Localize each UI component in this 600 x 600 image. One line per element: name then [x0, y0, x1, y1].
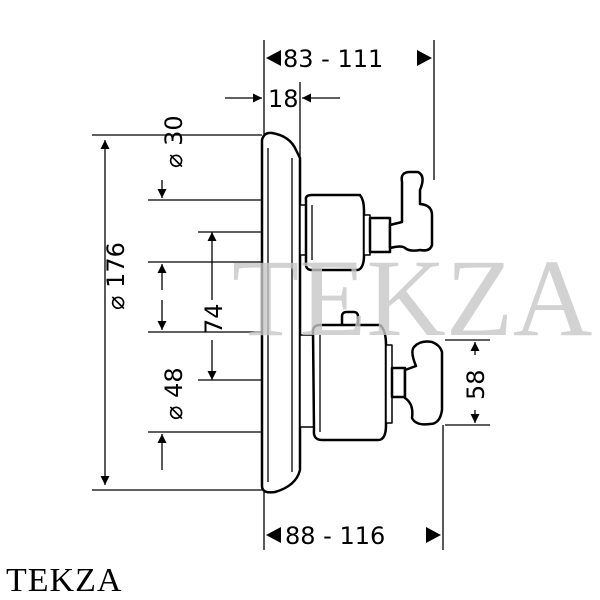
dim-diameter-176: ⌀ 176	[102, 242, 130, 310]
dim-depth-bottom: 88 - 116	[285, 522, 385, 550]
brand-logo: TEKZA	[6, 562, 123, 599]
watermark: TEKZA	[232, 237, 592, 359]
dim-58: 58	[462, 369, 490, 400]
dim-diameter-48: ⌀ 48	[160, 367, 188, 420]
dim-diameter-30: ⌀ 30	[160, 115, 188, 168]
arrowheads	[266, 50, 441, 543]
dim-depth-top: 83 - 111	[283, 45, 383, 73]
dimension-lines	[92, 40, 490, 550]
backplate	[260, 131, 302, 494]
lower-valve-body	[311, 323, 388, 442]
upper-cross-handle	[388, 170, 434, 252]
dim-plate-thickness: 18	[268, 85, 299, 113]
lower-cross-handle	[403, 340, 444, 426]
thermostat-drawing	[260, 131, 444, 494]
dim-74: 74	[200, 303, 228, 334]
